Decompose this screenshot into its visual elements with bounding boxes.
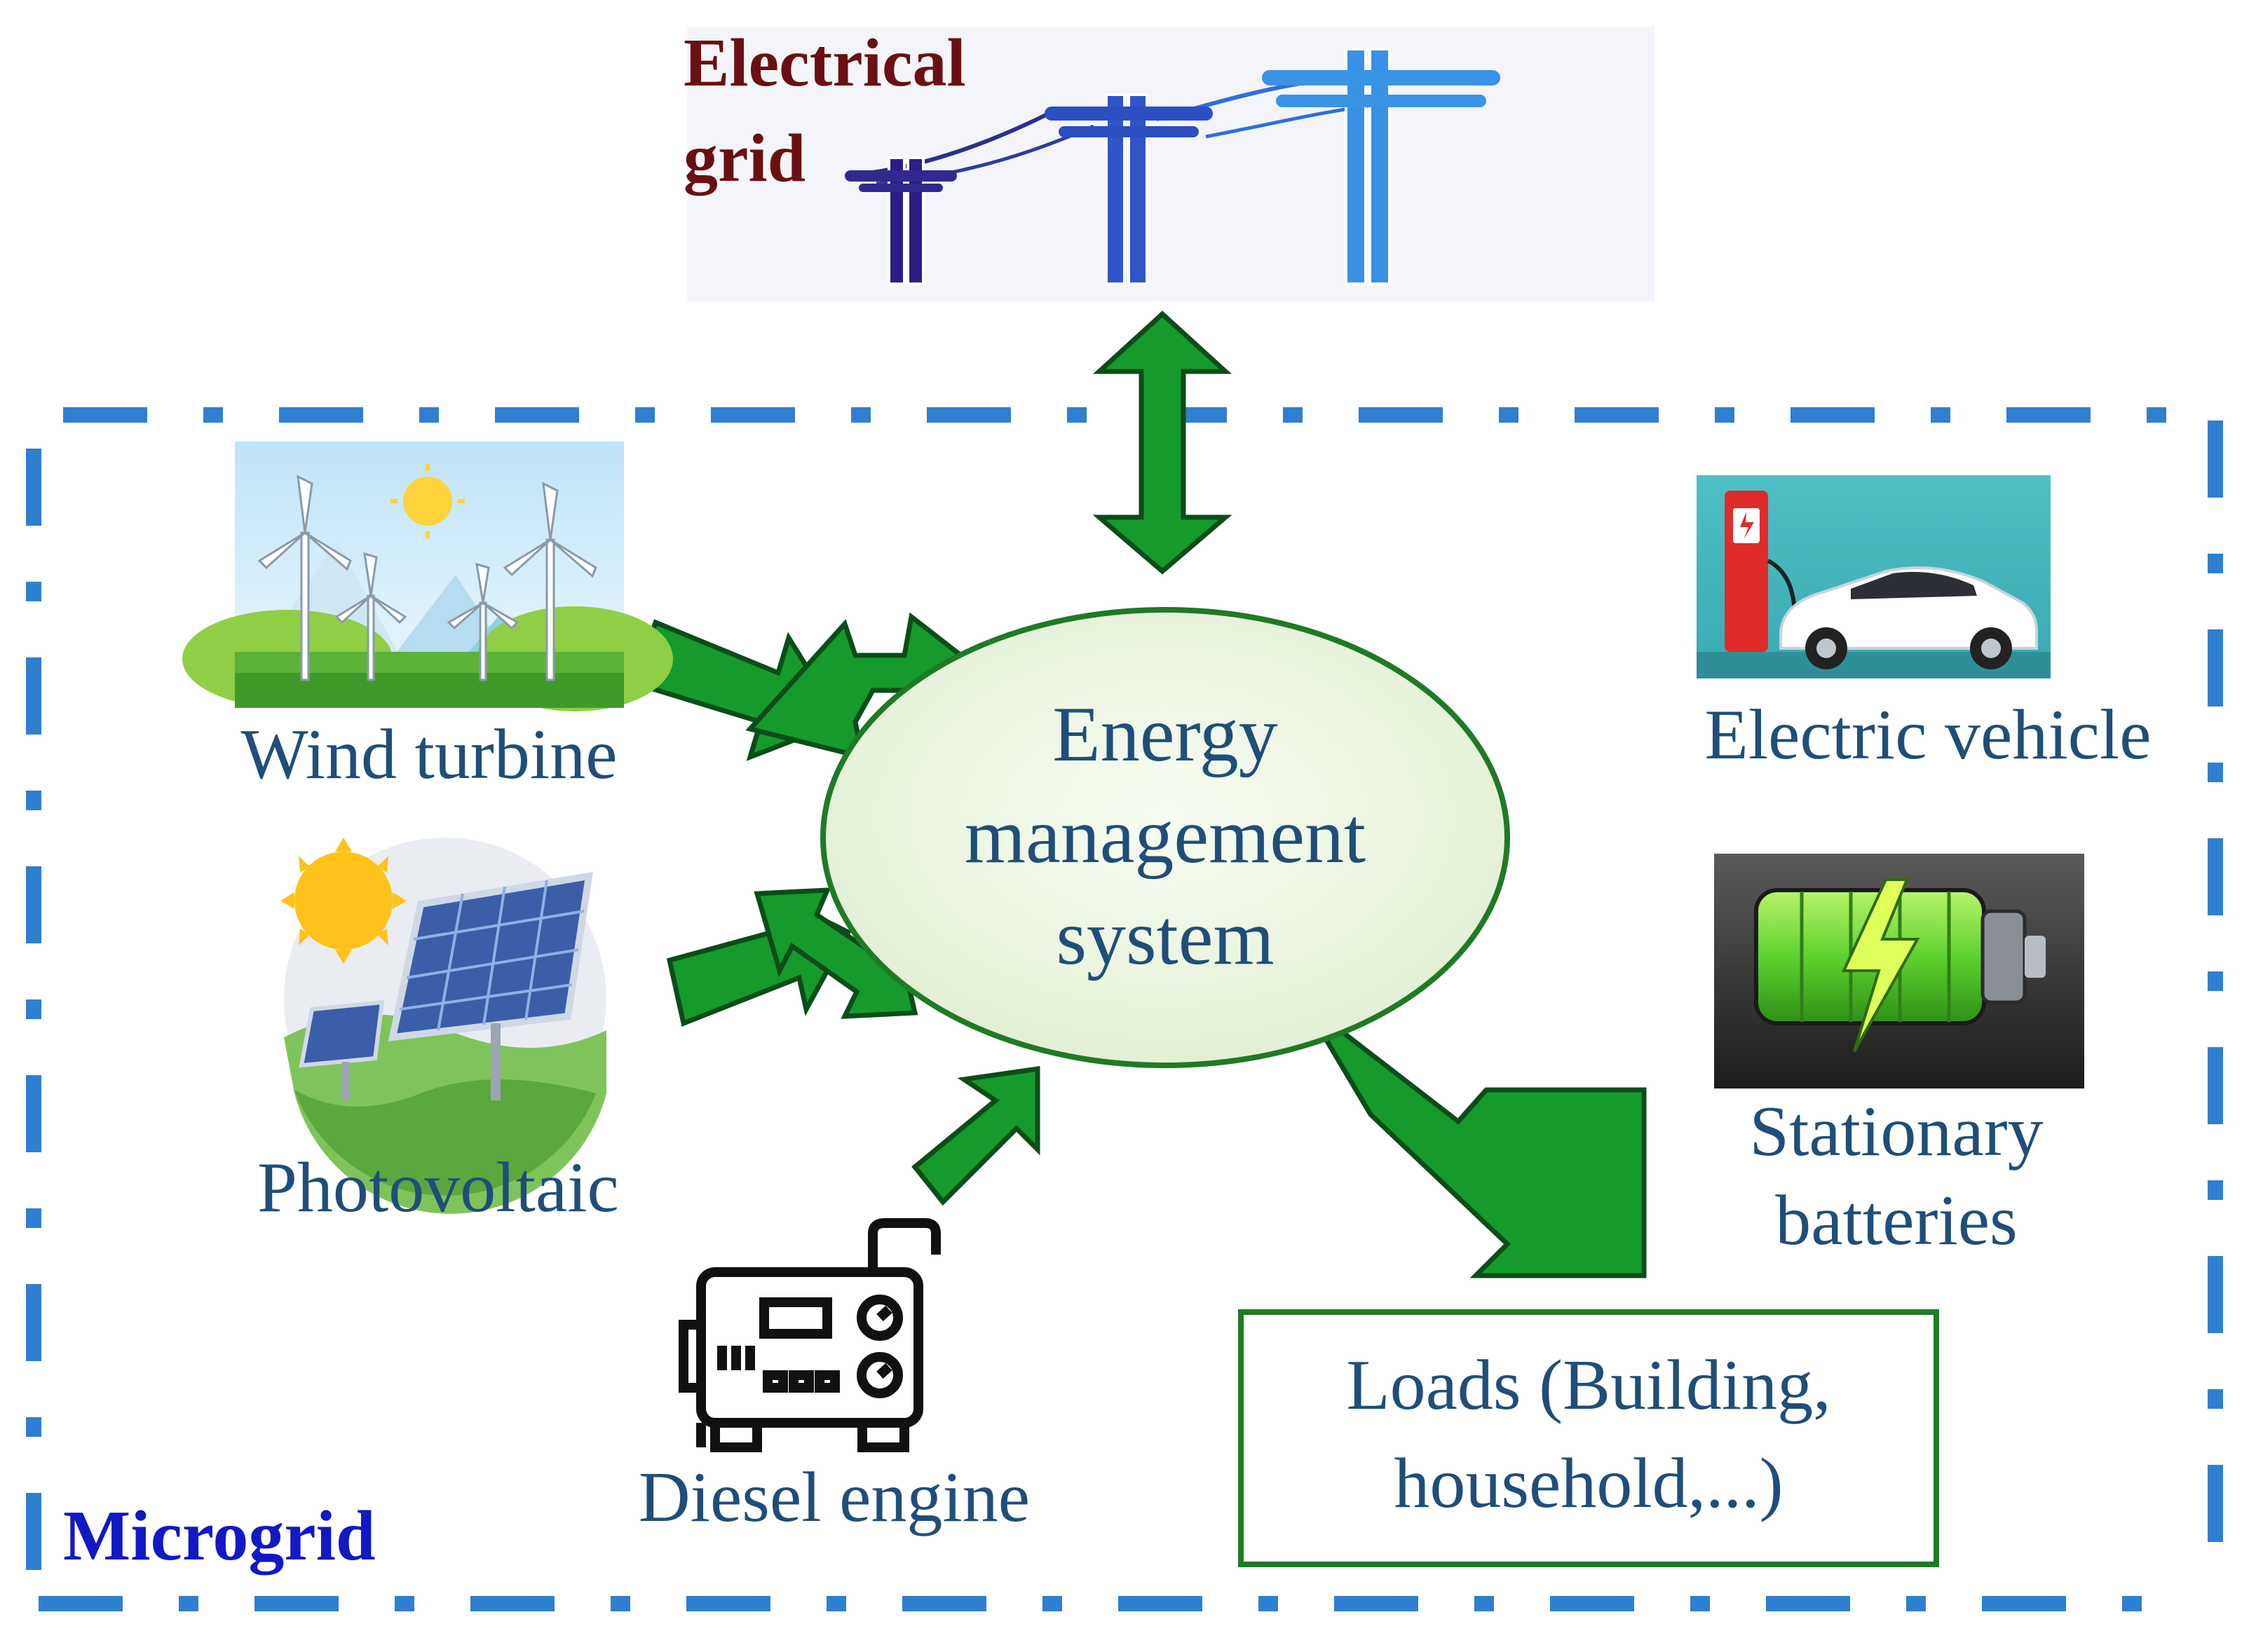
electric-vehicle-node: Electric vehicle: [1697, 475, 2152, 774]
wind-turbine-scene-icon: [182, 442, 673, 711]
loads-box: [1238, 1309, 1939, 1567]
electrical-grid-panel: Electrical grid: [684, 25, 1655, 301]
ems-to-loads-arrow: [1301, 1000, 1647, 1278]
grid-ems-double-arrow: [1092, 310, 1232, 575]
photovoltaic-node: Photovoltaic: [257, 838, 619, 1227]
wind-turbine-label: Wind turbine: [241, 715, 618, 794]
electrical-grid-label-line1: Electrical: [684, 25, 966, 101]
battery-icon: [1714, 854, 2084, 1088]
diesel-to-ems-arrow: [911, 1065, 1040, 1206]
photovoltaic-label: Photovoltaic: [257, 1148, 619, 1227]
microgrid-boundary: [26, 407, 2223, 1611]
ems-battery-double-arrow: [754, 887, 918, 1019]
ems-label-line3: system: [1056, 894, 1274, 981]
energy-management-system: Energy management system: [820, 607, 1510, 1068]
electrical-grid-label-line2: grid: [684, 121, 806, 196]
ems-label-line2: management: [965, 793, 1366, 880]
stationary-batteries-label-line1: Stationary: [1749, 1092, 2043, 1171]
diesel-engine-label: Diesel engine: [639, 1458, 1030, 1537]
ev-charger-car-icon: [1697, 475, 2051, 678]
loads-node: Loads (Building, household,...): [1238, 1309, 1939, 1567]
diesel-generator-icon: [679, 1218, 941, 1452]
stationary-batteries-node: Stationary batteries: [1714, 854, 2084, 1260]
arrows: [631, 310, 1647, 1278]
wind-turbine-node: Wind turbine: [182, 442, 673, 794]
loads-label-line1: Loads (Building,: [1346, 1346, 1830, 1425]
ems-label-line1: Energy: [1052, 691, 1277, 778]
diesel-engine-node: Diesel engine: [639, 1218, 1030, 1537]
electric-vehicle-label: Electric vehicle: [1704, 695, 2151, 774]
loads-label-line2: household,...): [1394, 1444, 1783, 1523]
stationary-batteries-label-line2: batteries: [1775, 1181, 2018, 1260]
microgrid-label: Microgrid: [63, 1496, 376, 1576]
power-line-poles-icon: [845, 48, 1500, 285]
solar-panel-icon: [280, 838, 606, 1214]
